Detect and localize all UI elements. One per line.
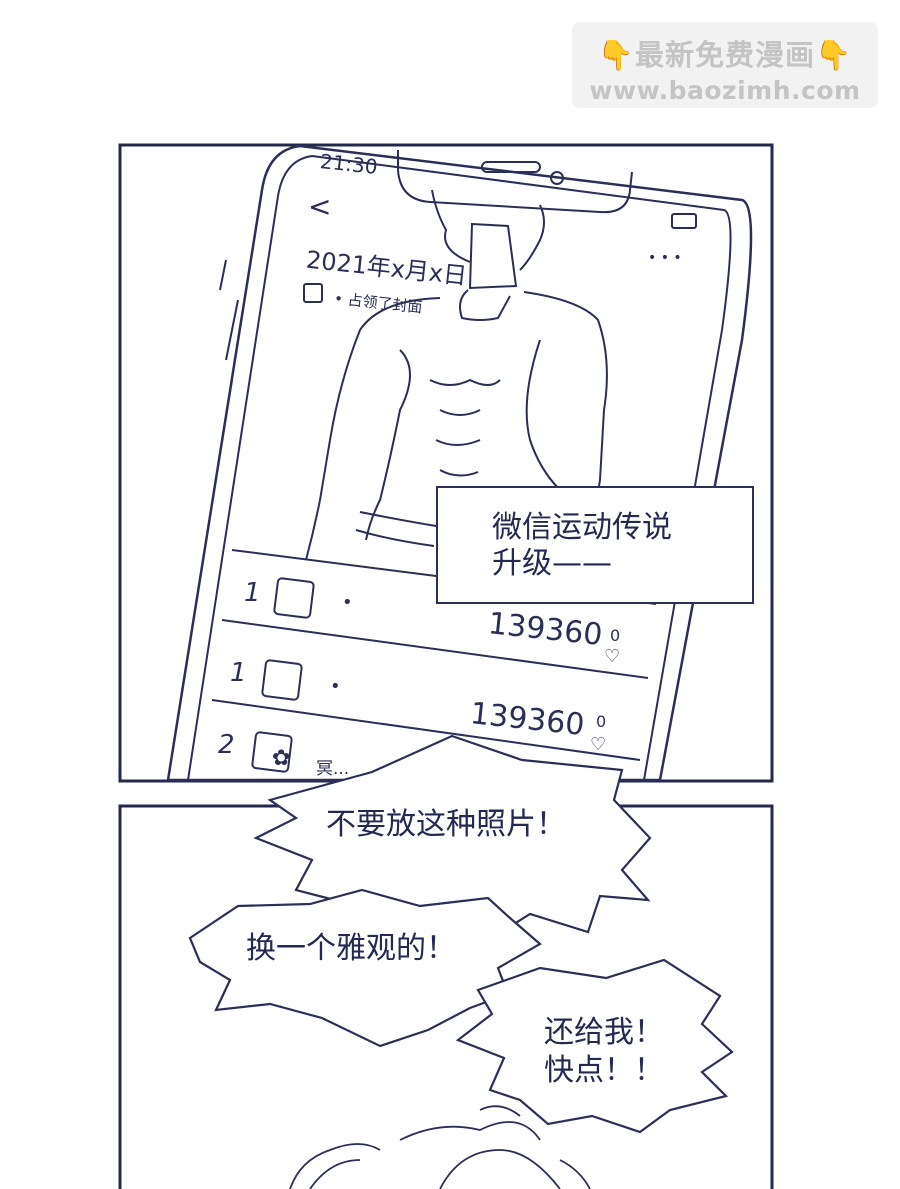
phone-illustration — [166, 144, 753, 782]
rank-number: 2 — [218, 730, 235, 760]
speech-text-3-line-1: 还给我！ — [544, 1015, 664, 1050]
watermark-url: www.baozimh.com — [589, 76, 861, 105]
rank-number: 1 — [244, 578, 261, 608]
caption-line-1: 微信运动传说 — [492, 510, 672, 545]
speech-text-2: 换一个雅观的！ — [246, 931, 456, 966]
watermark-title: 最新免费漫画 — [634, 38, 815, 72]
heart-icon: ♡ — [590, 734, 607, 755]
watermark-banner: 👇最新免费漫画👇 www.baozimh.com — [572, 22, 878, 108]
like-count: 0 — [610, 626, 621, 645]
row-dot: • — [330, 676, 341, 697]
rank-number: 1 — [230, 658, 247, 688]
caption-line-2: 升级—— — [492, 546, 612, 581]
pointing-down-icon: 👇 — [597, 38, 635, 72]
heart-icon: ♡ — [604, 646, 621, 667]
speech-text-3-line-2: 快点！！ — [544, 1053, 664, 1088]
character-hair-sketch — [289, 1105, 591, 1189]
speech-text-1: 不要放这种照片！ — [326, 807, 566, 842]
back-icon: < — [308, 190, 332, 223]
narration-caption: 微信运动传说 升级—— — [436, 486, 754, 604]
pointing-down-icon: 👇 — [815, 38, 853, 72]
row-dot: • — [342, 592, 353, 613]
like-count: 0 — [596, 712, 607, 731]
speech-bubble-3 — [455, 958, 734, 1134]
flower-avatar-icon: ✿ — [272, 746, 291, 771]
more-menu-icon: • • • — [648, 250, 682, 266]
user-name: 冥... — [316, 759, 350, 779]
